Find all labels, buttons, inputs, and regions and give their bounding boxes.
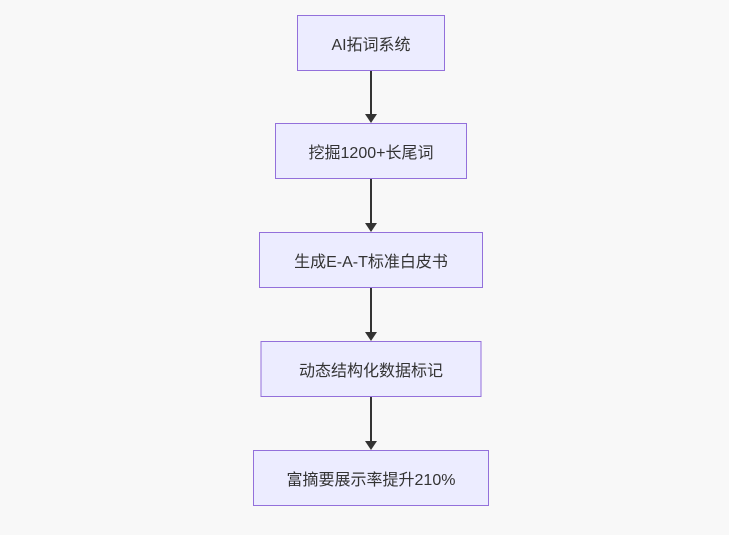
flow-node-step-1: AI拓词系统 <box>297 15 445 71</box>
arrow-shaft <box>370 179 372 225</box>
flow-node-step-4: 动态结构化数据标记 <box>260 341 482 397</box>
flow-node-step-2: 挖掘1200+长尾词 <box>275 123 467 179</box>
flow-arrow-1 <box>364 71 378 123</box>
arrowhead-down-icon <box>365 332 377 341</box>
flow-arrow-3 <box>364 288 378 341</box>
arrow-shaft <box>370 397 372 443</box>
arrowhead-down-icon <box>365 223 377 232</box>
arrow-shaft <box>370 71 372 116</box>
arrowhead-down-icon <box>365 441 377 450</box>
flow-arrow-2 <box>364 179 378 232</box>
arrowhead-down-icon <box>365 114 377 123</box>
flow-node-step-3: 生成E-A-T标准白皮书 <box>259 232 483 288</box>
arrow-shaft <box>370 288 372 334</box>
flow-node-step-5: 富摘要展示率提升210% <box>253 450 489 506</box>
flow-arrow-4 <box>364 397 378 450</box>
